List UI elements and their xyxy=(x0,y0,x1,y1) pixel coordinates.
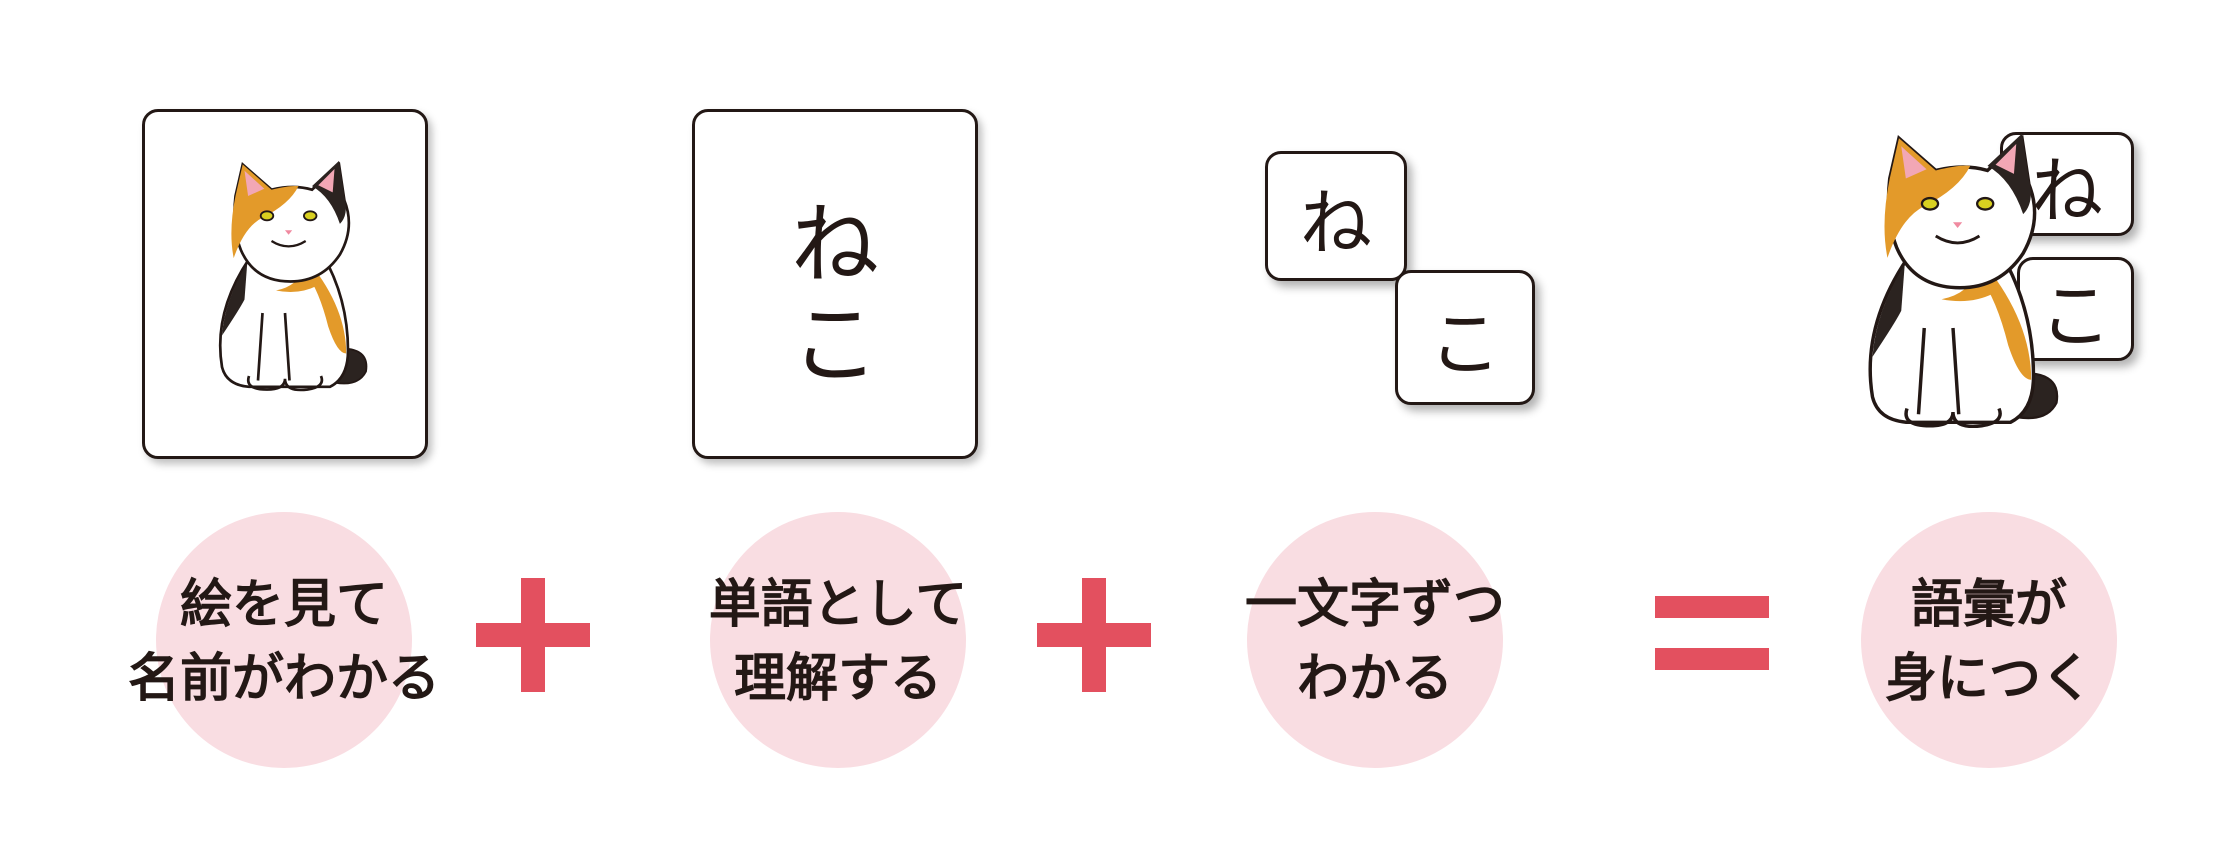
result-cat-icon xyxy=(1838,132,2068,432)
step-label-2-line2: 理解する xyxy=(733,649,942,709)
plus-icon-1 xyxy=(476,578,590,692)
result-tile-ko: こ xyxy=(2017,257,2134,361)
calico-cat-icon xyxy=(195,147,375,407)
step-label-3-line2: わかる xyxy=(1296,649,1453,709)
step-circle-1 xyxy=(156,512,412,768)
word-card-char-ne: ね xyxy=(790,193,879,296)
step-circle-4 xyxy=(1861,512,2117,768)
step-label-3-line1: 一文字ずつ xyxy=(1244,575,1505,635)
step-label-2-line1: 単語として xyxy=(708,575,968,635)
plus-icon-2 xyxy=(1037,578,1151,692)
step-label-1-line2: 名前がわかる xyxy=(127,649,440,709)
equals-icon xyxy=(1655,596,1769,670)
step-label-3: 一文字ずつ わかる xyxy=(1195,568,1555,716)
step-circle-3 xyxy=(1247,512,1503,768)
letter-tile-ko: こ xyxy=(1395,270,1535,405)
step-label-2: 単語として 理解する xyxy=(658,568,1018,716)
letter-tile-ne: ね xyxy=(1265,151,1407,281)
word-card-char-ko: こ xyxy=(790,293,879,396)
word-card: ね こ xyxy=(692,109,978,459)
step-label-1: 絵を見て 名前がわかる xyxy=(104,568,464,716)
step-label-4: 語彙が 身につく xyxy=(1809,568,2169,716)
step-label-1-line1: 絵を見て xyxy=(179,575,388,635)
step-label-4-line2: 身につく xyxy=(1884,649,2093,709)
picture-card xyxy=(142,109,428,459)
step-label-4-line1: 語彙が xyxy=(1910,575,2067,635)
step-circle-2 xyxy=(710,512,966,768)
